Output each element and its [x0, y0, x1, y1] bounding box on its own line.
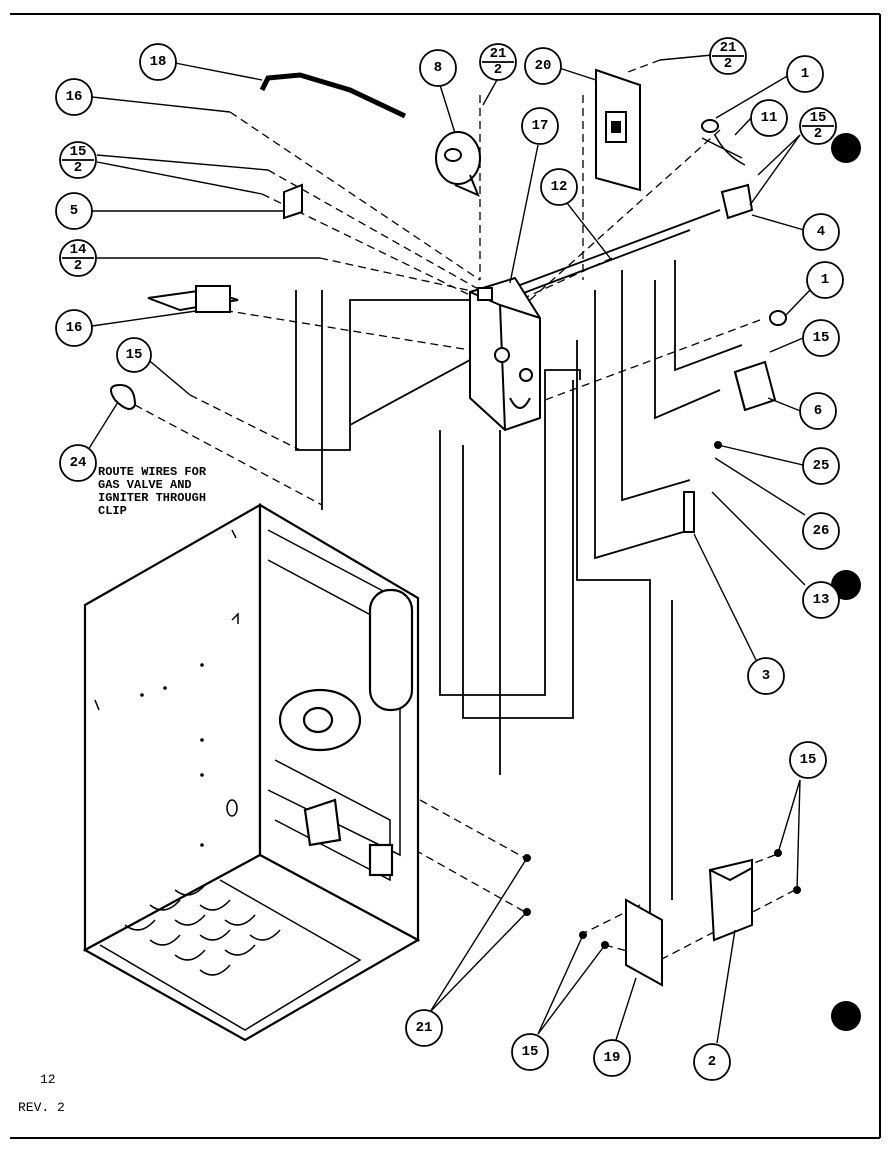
- callout-13: 13: [802, 581, 840, 619]
- svg-text:2: 2: [814, 126, 822, 142]
- svg-text:17: 17: [532, 118, 549, 134]
- svg-text:15: 15: [810, 110, 827, 126]
- routing-note: ROUTE WIRES FOR GAS VALVE AND IGNITER TH…: [98, 465, 207, 518]
- relay: [733, 360, 777, 412]
- svg-text:26: 26: [813, 523, 830, 539]
- callout-1: 1: [786, 55, 824, 93]
- junction-box: [720, 183, 754, 220]
- callout-8: 8: [419, 49, 457, 87]
- svg-text:1: 1: [801, 66, 809, 82]
- svg-text:21: 21: [416, 1020, 433, 1036]
- callout-14-2: 14 2: [59, 239, 97, 277]
- grommet: [769, 310, 787, 326]
- cover-plate: [625, 898, 663, 987]
- callout-16: 16: [55, 309, 93, 347]
- svg-text:16: 16: [66, 89, 83, 105]
- svg-text:21: 21: [720, 40, 737, 56]
- clip-bracket: [147, 285, 239, 313]
- callout-3: 3: [747, 657, 785, 695]
- callout-15: 15: [116, 337, 152, 373]
- callout-15: 15: [802, 319, 840, 357]
- callout-11: 11: [750, 99, 788, 137]
- terminal-strip: [683, 491, 695, 533]
- furnace-cabinet: [82, 503, 421, 1042]
- sensor-tube: [259, 72, 407, 119]
- svg-text:14: 14: [70, 242, 87, 258]
- svg-text:18: 18: [150, 54, 167, 70]
- svg-text:25: 25: [813, 458, 830, 474]
- revision-label: REV. 2: [18, 1100, 65, 1115]
- callout-6: 6: [799, 392, 837, 430]
- svg-text:4: 4: [817, 224, 825, 240]
- components: [110, 68, 801, 987]
- svg-text:1: 1: [821, 272, 829, 288]
- callout-17: 17: [521, 107, 559, 145]
- callout-15: 15: [511, 1033, 549, 1071]
- callout-21: 21: [405, 1009, 443, 1047]
- svg-text:15: 15: [126, 347, 143, 363]
- callout-leaders: [87, 54, 811, 1044]
- callout-15-2: 15 2: [59, 141, 97, 179]
- callout-2: 2: [693, 1043, 731, 1081]
- svg-text:15: 15: [70, 144, 87, 160]
- page-number: 12: [40, 1072, 56, 1087]
- callout-20: 20: [524, 47, 562, 85]
- callout-1: 1: [806, 261, 844, 299]
- bracket: [283, 183, 303, 220]
- wire-bundle: [701, 134, 746, 166]
- callout-19: 19: [593, 1039, 631, 1077]
- svg-text:5: 5: [70, 203, 78, 219]
- wire-clip: [110, 383, 137, 410]
- callout-26: 26: [802, 512, 840, 550]
- svg-text:2: 2: [74, 258, 82, 274]
- callout-18: 18: [139, 43, 177, 81]
- svg-text:8: 8: [434, 60, 442, 76]
- callout-21-2: 21 2: [709, 37, 747, 75]
- svg-text:20: 20: [535, 58, 552, 74]
- callout-4: 4: [802, 213, 840, 251]
- svg-text:GAS VALVE AND: GAS VALVE AND: [98, 478, 192, 492]
- svg-text:2: 2: [724, 56, 732, 72]
- svg-text:2: 2: [74, 160, 82, 176]
- svg-text:16: 16: [66, 320, 83, 336]
- svg-text:12: 12: [551, 179, 568, 195]
- junction-box-large: [708, 858, 753, 942]
- callout-24: 24: [59, 444, 97, 482]
- callout-21-2: 21 2: [479, 43, 517, 81]
- svg-text:ROUTE WIRES FOR: ROUTE WIRES FOR: [98, 465, 207, 479]
- svg-text:15: 15: [800, 752, 817, 768]
- callout-12: 12: [540, 168, 578, 206]
- plug: [701, 119, 719, 133]
- svg-text:15: 15: [813, 330, 830, 346]
- pressure-switch: [435, 131, 481, 197]
- svg-text:19: 19: [604, 1050, 621, 1066]
- svg-text:IGNITER THROUGH: IGNITER THROUGH: [98, 491, 206, 505]
- callout-15-2: 15 2: [799, 107, 837, 145]
- svg-text:24: 24: [70, 455, 87, 471]
- callout-16: 16: [55, 78, 93, 116]
- page-border: [10, 13, 881, 1139]
- svg-text:2: 2: [494, 62, 502, 78]
- svg-text:6: 6: [814, 403, 822, 419]
- callout-25: 25: [802, 447, 840, 485]
- callout-15: 15: [789, 741, 827, 779]
- svg-text:CLIP: CLIP: [98, 504, 127, 518]
- svg-text:15: 15: [522, 1044, 539, 1060]
- wiring-plate: [595, 68, 641, 192]
- callouts: 18 16 15 2 5 14 2 16 15 24 8 21 2 20 21: [55, 37, 844, 1081]
- callout-5: 5: [55, 192, 93, 230]
- svg-text:21: 21: [490, 46, 507, 62]
- svg-text:2: 2: [708, 1054, 716, 1070]
- wire-harness: [295, 209, 743, 920]
- svg-text:13: 13: [813, 592, 830, 608]
- svg-text:11: 11: [761, 110, 778, 126]
- control-box: [469, 276, 541, 432]
- registration-marks: [831, 133, 861, 1031]
- svg-text:3: 3: [762, 668, 770, 684]
